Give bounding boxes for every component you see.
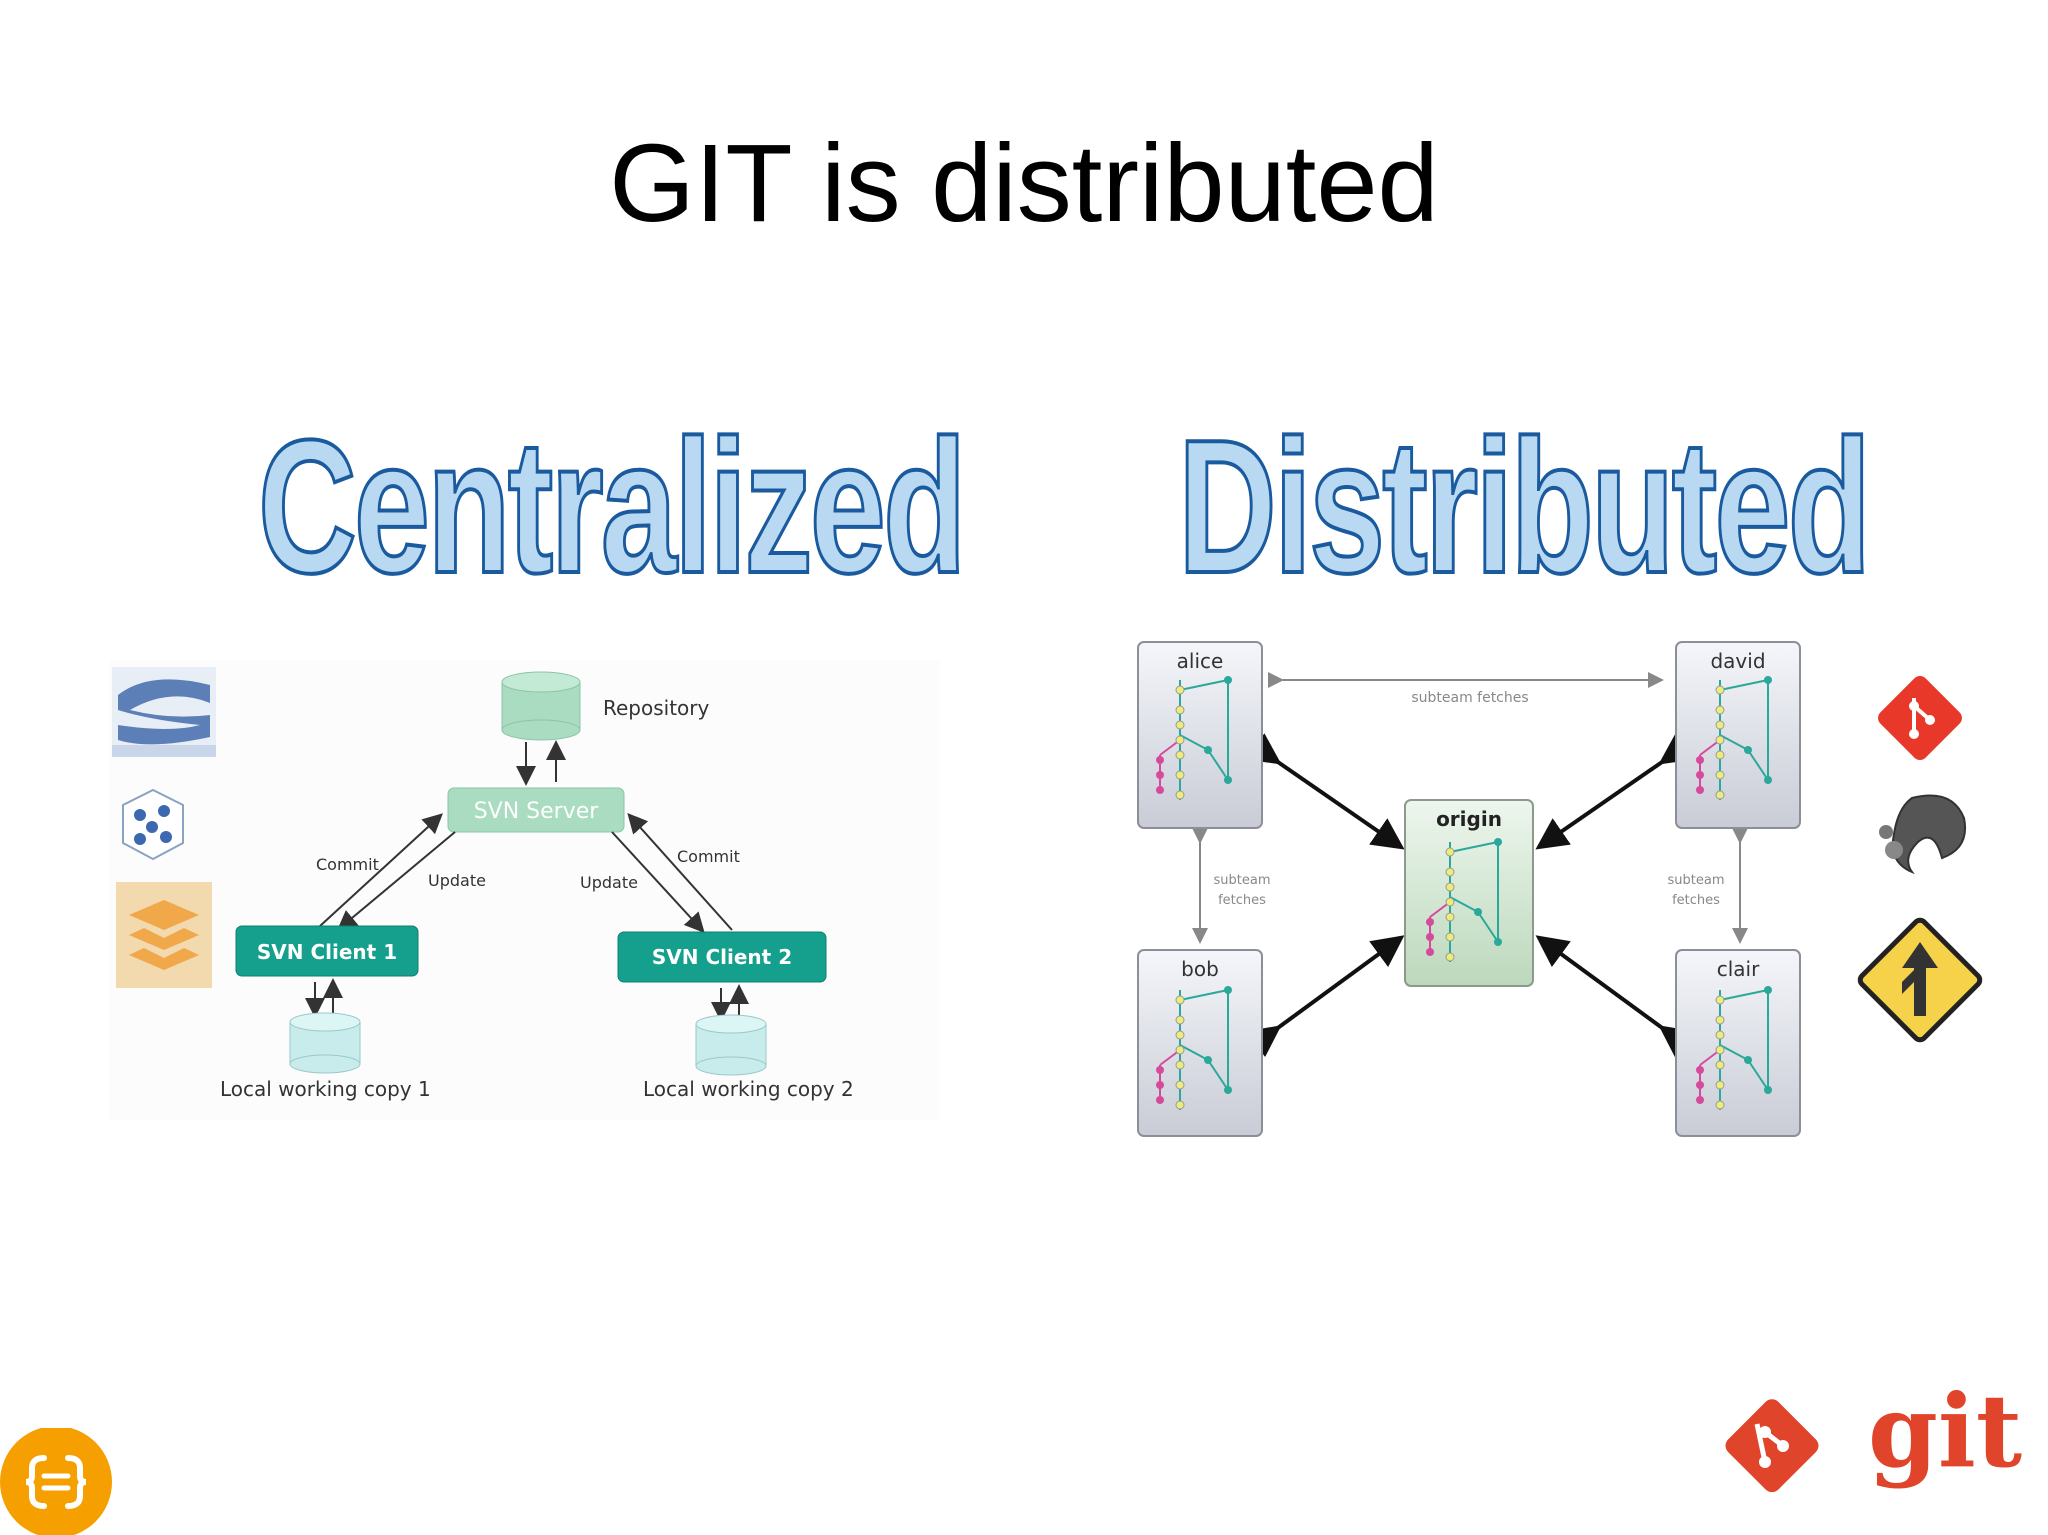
- svn-client-1-label: SVN Client 1: [257, 940, 397, 964]
- local-working-copy-2-cylinder: [695, 1014, 767, 1076]
- svn-server-label: SVN Server: [474, 799, 600, 824]
- update-right-label: Update: [580, 873, 638, 892]
- distributed-diagram: subteam fetches subteam fetches subteam …: [1137, 641, 1801, 1137]
- node-origin-label: origin: [1436, 807, 1502, 831]
- local-working-copy-2-label: Local working copy 2: [643, 1077, 854, 1101]
- node-clair: clair: [1675, 949, 1801, 1137]
- node-alice-label: alice: [1177, 649, 1224, 673]
- git-brand-text: git: [1868, 1372, 2023, 1490]
- repository-cylinder: [501, 671, 581, 741]
- node-david: david: [1675, 641, 1801, 829]
- subversion-logo-icon: [112, 667, 216, 757]
- node-origin: origin: [1404, 799, 1534, 987]
- slide-title: GIT is distributed: [609, 122, 1439, 245]
- curly-braces-icon: [0, 1428, 112, 1535]
- svn-client-2-box: [617, 931, 827, 983]
- node-alice: alice: [1137, 641, 1263, 829]
- local-working-copy-1-label: Local working copy 1: [220, 1077, 431, 1101]
- node-clair-label: clair: [1717, 957, 1760, 981]
- centralized-diagram: Repository SVN Server Commit Update Upda…: [220, 671, 854, 1101]
- cube-logo-icon: [122, 788, 184, 861]
- mercurial-logo-icon: [1879, 794, 1966, 875]
- commit-left-label: Commit: [316, 855, 379, 874]
- local-working-copy-1-cylinder: [289, 1012, 361, 1074]
- update-left-label: Update: [428, 871, 486, 890]
- node-bob: bob: [1137, 949, 1263, 1137]
- centralized-heading: Centralized: [257, 399, 968, 615]
- repository-label: Repository: [603, 696, 710, 720]
- subteam-right-line1: subteam: [1668, 873, 1725, 888]
- node-bob-label: bob: [1181, 957, 1219, 981]
- subteam-fetches-top-label: subteam fetches: [1411, 690, 1528, 706]
- distributed-heading: Distributed: [1177, 399, 1873, 615]
- subteam-left-line1: subteam: [1214, 873, 1271, 888]
- git-brand-diamond-icon: [1725, 1399, 1819, 1493]
- node-david-label: david: [1710, 649, 1765, 673]
- svn-client-1-box: [235, 925, 419, 977]
- git-diamond-logo-icon: [1878, 676, 1962, 760]
- svn-server-box: [447, 787, 625, 833]
- bazaar-logo-icon: [1857, 917, 1983, 1043]
- subteam-left-line2: fetches: [1218, 893, 1266, 908]
- subteam-right-line2: fetches: [1672, 893, 1720, 908]
- layers-logo-icon: [116, 882, 212, 988]
- svn-client-2-label: SVN Client 2: [652, 945, 792, 969]
- commit-right-label: Commit: [677, 847, 740, 866]
